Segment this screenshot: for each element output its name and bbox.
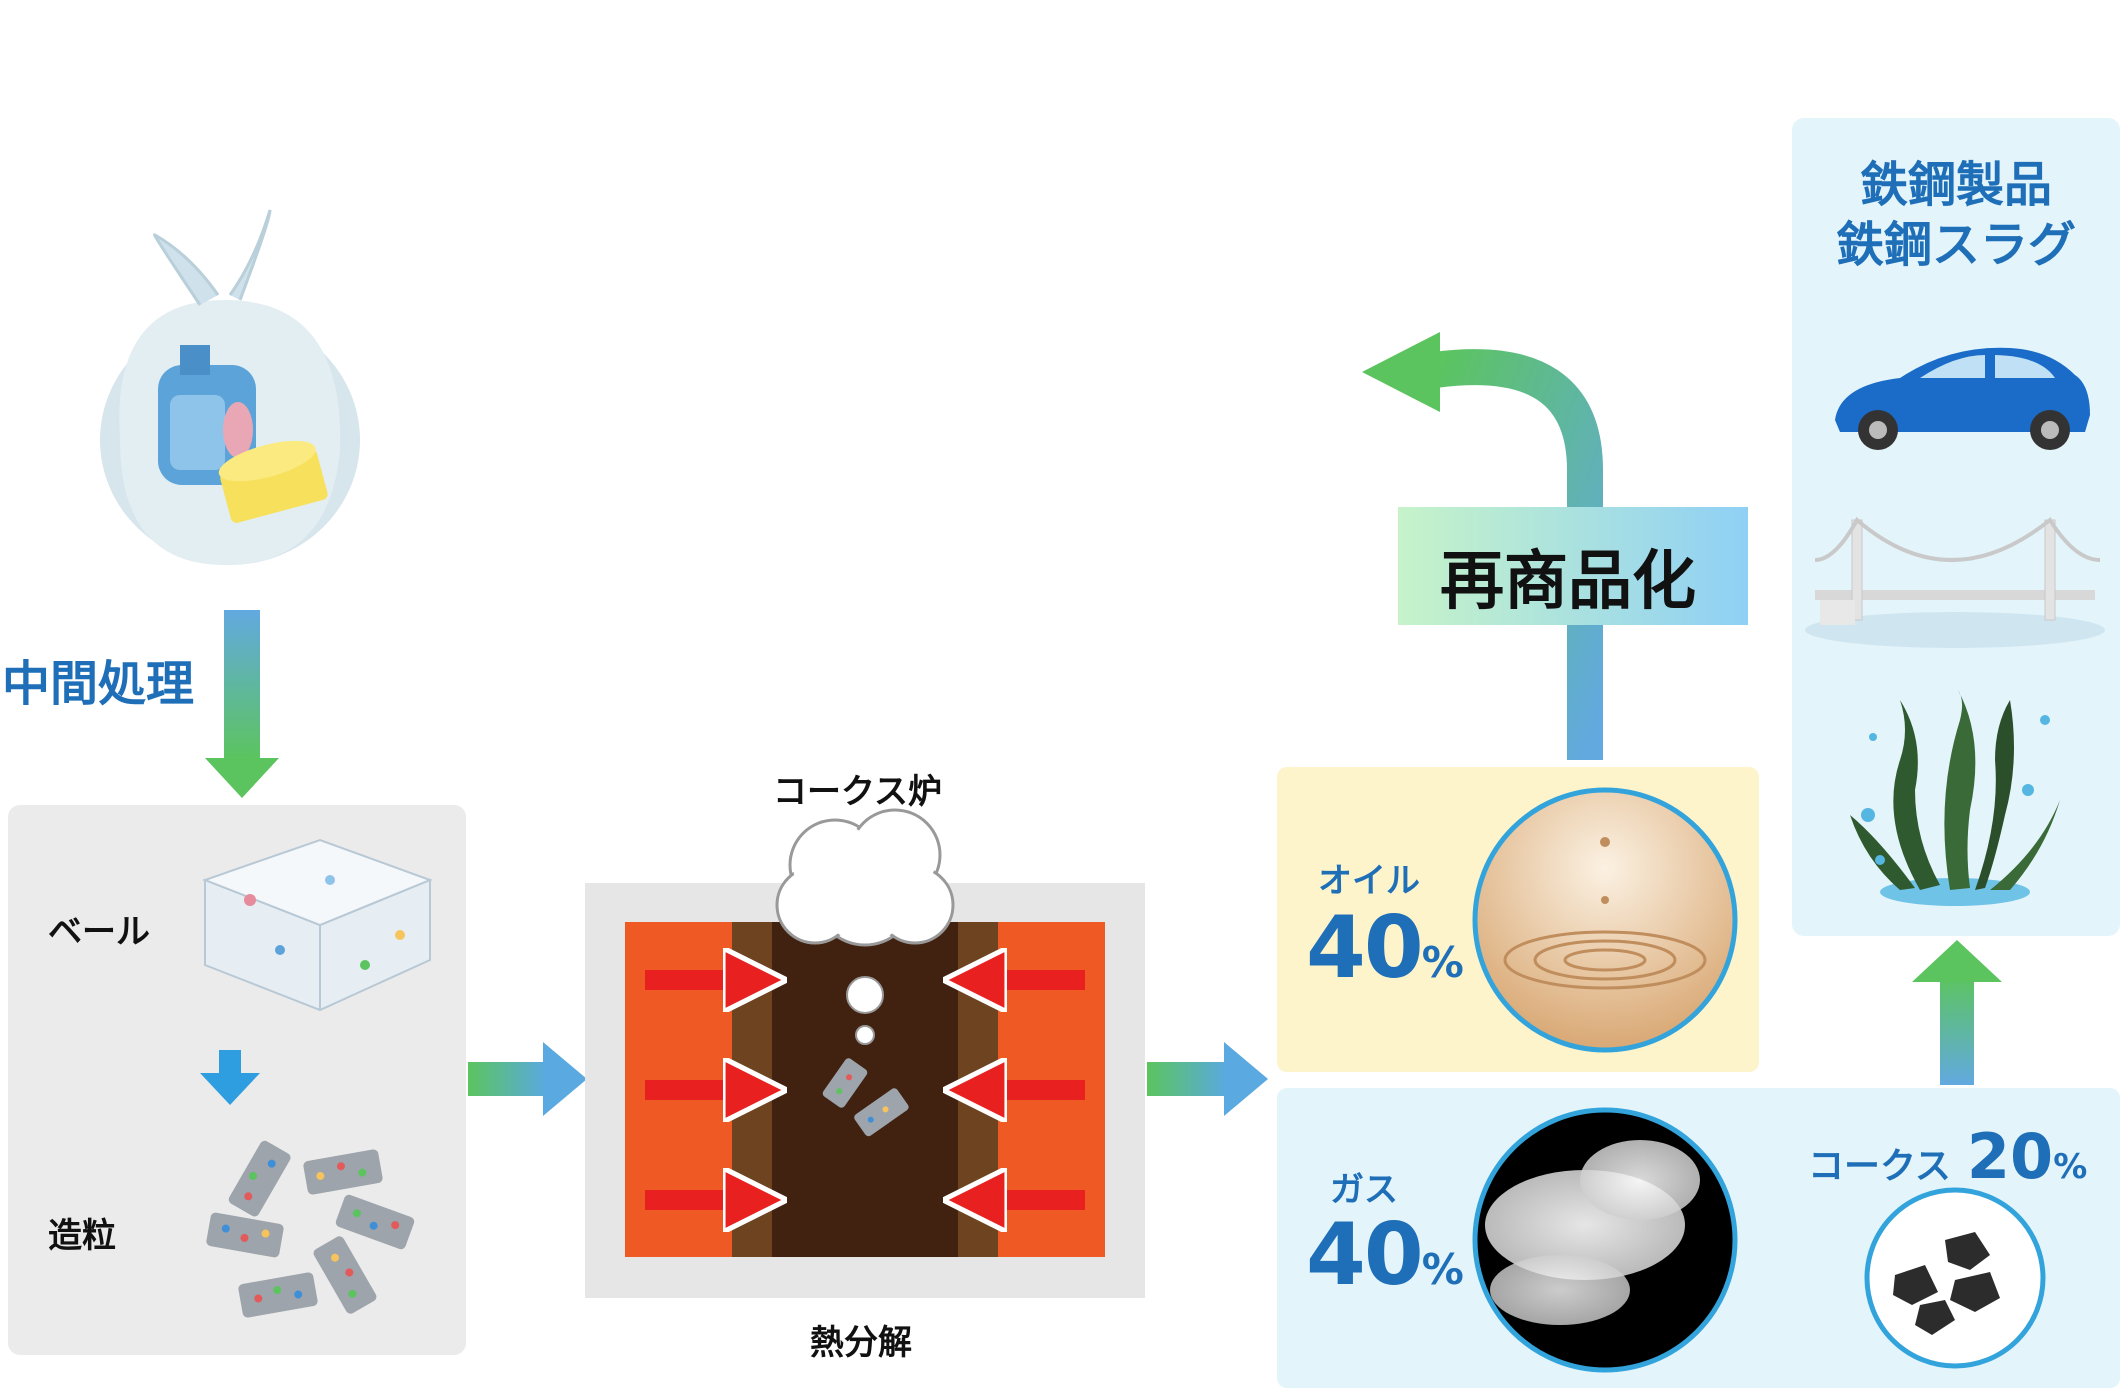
- flow-arrow-to-products: [1147, 1042, 1268, 1116]
- granulation-label: 造粒: [48, 1216, 116, 1256]
- plastic-bag-icon: [100, 209, 360, 565]
- steel-products-line: 鉄鋼製品: [1859, 157, 2052, 213]
- steel-slag-line: 鉄鋼スラグ: [1835, 217, 2076, 273]
- gas-smoke-icon: [1472, 1107, 1738, 1373]
- gas-value: 40: [1306, 1205, 1424, 1305]
- car-icon: [1835, 347, 2090, 450]
- process-arrow-down: [205, 610, 279, 798]
- steel-products-label: 鉄鋼製品 鉄鋼スラグ: [1792, 155, 2120, 275]
- bale-label: ベール: [48, 912, 150, 952]
- gas-percent: 40%: [1306, 1212, 1464, 1298]
- pyrolysis-label: 熱分解: [810, 1323, 912, 1363]
- flow-arrow-to-oven: [468, 1042, 587, 1116]
- oil-drop-icon: [1472, 787, 1738, 1053]
- flow-arrow-up-to-steel: [1912, 940, 2002, 1085]
- gas-label: ガス: [1330, 1170, 1398, 1210]
- recommercialize-badge: [1398, 507, 1748, 625]
- coke-percent: コークス 20%: [1808, 1120, 2087, 1193]
- recommercialize-arrow: [1362, 332, 1603, 760]
- pellets-icon: [206, 1140, 415, 1318]
- bale-icon: [202, 838, 433, 1012]
- coke-label: コークス: [1808, 1146, 1951, 1187]
- coke-oven-label: コークス炉: [773, 772, 942, 812]
- oil-percent-sign: %: [1421, 938, 1464, 987]
- recommercialize-label: 再商品化: [1440, 545, 1696, 619]
- coke-lumps-icon: [1864, 1187, 2046, 1369]
- intermediate-processing-label: 中間処理: [2, 656, 195, 712]
- coke-value: 20: [1966, 1120, 2054, 1193]
- cloud-icon: [775, 808, 955, 1045]
- coke-percent-sign: %: [2053, 1147, 2088, 1187]
- oil-value: 40: [1306, 898, 1424, 998]
- oil-label: オイル: [1318, 861, 1420, 901]
- small-down-arrow-icon: [200, 1050, 260, 1105]
- heat-arrows: [645, 980, 1085, 1200]
- bridge-icon: [1805, 516, 2105, 648]
- steel-panel: [1792, 118, 2120, 936]
- gas-percent-sign: %: [1421, 1245, 1464, 1294]
- oil-percent: 40%: [1306, 905, 1464, 991]
- seaweed-icon: [1850, 690, 2060, 906]
